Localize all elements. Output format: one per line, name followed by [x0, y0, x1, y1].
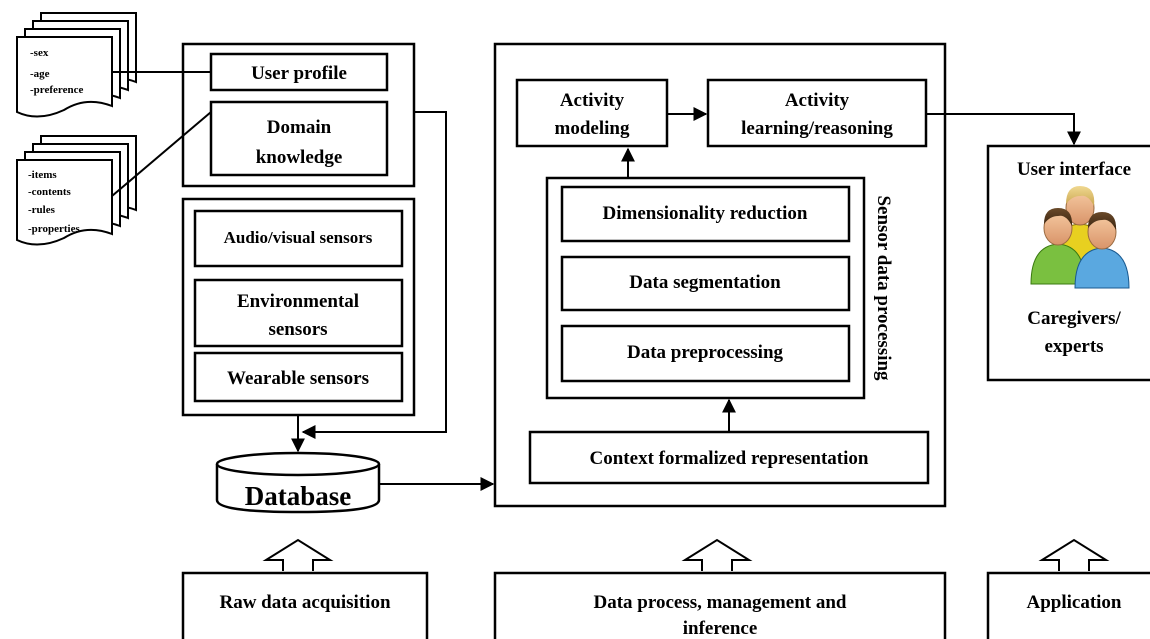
hollow-up-arrow-icon [262, 538, 334, 571]
user-profile-label: User profile [251, 63, 347, 84]
knowledge-doc-line: -rules [28, 204, 56, 216]
context-representation-label: Context formalized representation [590, 448, 869, 469]
knowledge-doc-line: -properties [28, 223, 80, 235]
activity-modeling-box [515, 78, 669, 148]
hollow-up-arrow-icon [681, 538, 753, 571]
activity-learning-label: Activity [785, 90, 850, 111]
raw-data-stage-label: Raw data acquisition [219, 592, 390, 613]
knowledge-doc-line: -items [28, 169, 57, 181]
data-preprocessing-label: Data preprocessing [627, 342, 784, 363]
user-interface-label: User interface [1017, 159, 1131, 180]
activity-learning-box [706, 78, 928, 148]
hollow-up-arrow-icon [1038, 538, 1110, 571]
process-stage-label: inference [683, 618, 758, 639]
activity-learning-label: learning/reasoning [741, 118, 893, 139]
knowledge-document-stack-icon [16, 135, 137, 246]
knowledge-connector [111, 111, 212, 197]
audio-visual-sensors-label: Audio/visual sensors [224, 228, 373, 247]
people-group-icon [1030, 186, 1130, 289]
caregivers-label: Caregivers/ [1027, 308, 1121, 329]
data-preprocessing-box [560, 324, 851, 383]
profile-doc-line: -preference [30, 84, 83, 96]
profile-doc-line: -age [30, 68, 50, 80]
raw-data-stage-box [181, 571, 429, 639]
profile-doc-line: -sex [30, 47, 49, 59]
environmental-sensors-label: sensors [268, 319, 327, 340]
data-segmentation-label: Data segmentation [629, 272, 781, 293]
database-label: Database [245, 481, 352, 511]
knowledge-to-database-arrow [301, 111, 447, 439]
environmental-sensors-label: Environmental [237, 291, 359, 312]
cylinder-database-icon [215, 451, 381, 514]
application-stage-box [986, 571, 1150, 639]
learning-to-interface-arrow [926, 113, 1081, 146]
wearable-sensors-box [193, 351, 404, 403]
dimensionality-reduction-label: Dimensionality reduction [603, 203, 808, 224]
activity-modeling-label: modeling [555, 118, 630, 139]
data-segmentation-box [560, 255, 851, 312]
audio-visual-sensors-box [193, 209, 404, 268]
process-stage-box [493, 571, 947, 639]
domain-knowledge-box [209, 100, 389, 177]
context-representation-box [528, 430, 930, 485]
knowledge-doc-line: -contents [28, 186, 71, 198]
domain-knowledge-label: knowledge [256, 147, 343, 168]
profile-document-stack-icon [16, 12, 137, 118]
domain-knowledge-label: Domain [267, 117, 332, 138]
application-stage-label: Application [1026, 592, 1121, 613]
process-stage-label: Data process, management and [594, 592, 847, 613]
activity-modeling-label: Activity [560, 90, 625, 111]
environmental-sensors-box [193, 278, 404, 348]
caregivers-label: experts [1044, 336, 1103, 357]
dimensionality-reduction-box [560, 185, 851, 243]
wearable-sensors-label: Wearable sensors [227, 368, 369, 389]
sensor-data-processing-label: Sensor data processing [873, 195, 894, 381]
